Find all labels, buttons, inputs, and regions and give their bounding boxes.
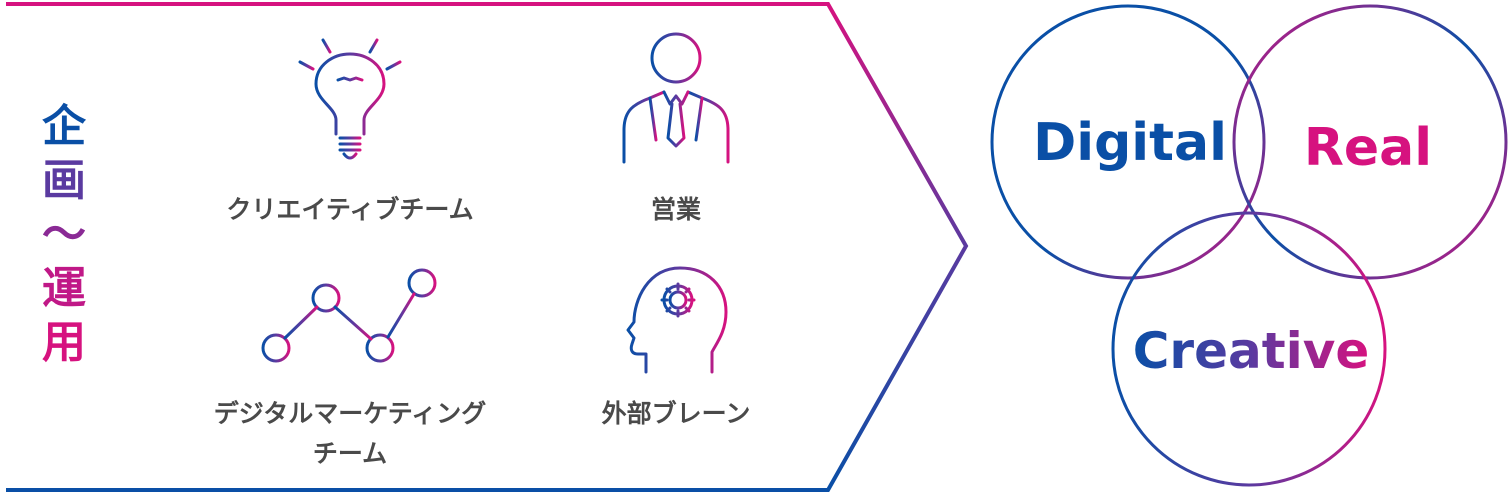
- label-external-brain: 外部ブレーン: [601, 399, 751, 428]
- venn-circle-real: [1232, 4, 1508, 280]
- venn-circle-creative: [1111, 211, 1387, 487]
- label-digital-marketing-team-line1: デジタルマーケティング: [213, 399, 487, 428]
- venn-circle-digital: [990, 4, 1266, 280]
- label-sales: 営業: [650, 195, 701, 224]
- vertical-title-char: 運: [42, 263, 86, 314]
- vertical-title-char: 用: [42, 317, 86, 368]
- chevron-arrow-outline: [6, 1, 969, 492]
- businessman-icon: [622, 32, 730, 164]
- vertical-title: 企 画 〜 運 用: [36, 100, 92, 370]
- vertical-title-char: 〜: [42, 209, 86, 260]
- lightbulb-icon: [298, 31, 402, 160]
- venn-label-digital: Digital: [1033, 113, 1227, 173]
- venn-label-real: Real: [1304, 118, 1432, 178]
- label-digital-marketing-team-line2: チーム: [312, 439, 388, 468]
- vertical-title-char: 企: [42, 101, 86, 152]
- venn-label-creative: Creative: [1133, 322, 1370, 380]
- label-creative-team: クリエイティブチーム: [226, 195, 474, 224]
- vertical-title-char: 画: [42, 155, 86, 206]
- head-gear-icon: [626, 266, 728, 374]
- network-graph-icon: [261, 268, 437, 363]
